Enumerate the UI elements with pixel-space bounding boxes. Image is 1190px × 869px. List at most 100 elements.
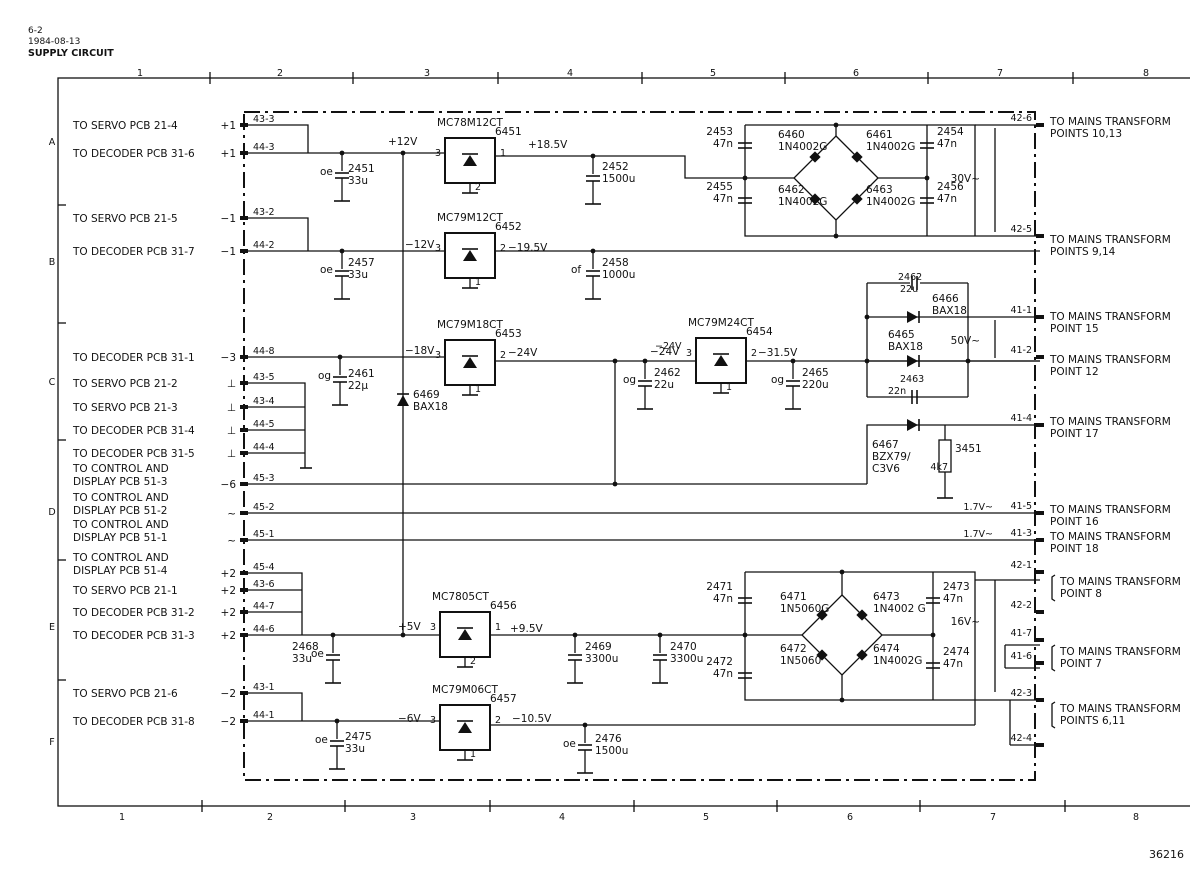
capacitor-ref: 2470: [670, 641, 697, 653]
left-label-line1: TO CONTROL AND: [72, 492, 169, 504]
voltage-label: −18V: [405, 345, 435, 357]
grid-row-label: B: [49, 257, 56, 268]
capacitor-ref: 2454: [937, 126, 964, 138]
junction-dot: [572, 632, 578, 638]
junction-dot: [339, 248, 345, 254]
diode-ref: 6466: [932, 293, 959, 305]
wire: [744, 572, 975, 701]
connector-label: 41-1: [1010, 305, 1032, 316]
diode-symbol: [907, 311, 918, 323]
wire: [744, 125, 975, 237]
grid-col-bottom: 5: [703, 812, 709, 823]
capacitor-value: 33u: [292, 653, 312, 665]
grid-row-label: A: [49, 137, 56, 148]
regulator-pin-out: 2: [500, 243, 506, 254]
junction-dot: [612, 358, 618, 364]
capacitor-mark: oe: [320, 264, 333, 276]
capacitor-ref: 2451: [348, 163, 375, 175]
junction-dot: [590, 153, 596, 159]
regulator-type: MC79M24CT: [688, 317, 755, 329]
regulator-pin-in: 3: [435, 350, 441, 361]
left-label: TO DECODER PCB 31-5: [72, 448, 195, 460]
diode-type: 1N4002G: [866, 141, 915, 153]
left-label-line2: DISPLAY PCB 51-3: [73, 476, 167, 488]
diode-type: 1N4002G: [778, 196, 827, 208]
capacitor-value: 47n: [937, 138, 957, 150]
junction-dot: [930, 632, 936, 638]
connector-label: 44-5: [253, 419, 275, 430]
capacitor-ref: 2453: [706, 126, 733, 138]
diode-ref: 6462: [778, 184, 805, 196]
diode-ref: 6469: [413, 389, 440, 401]
capacitor-ref: 2469: [585, 641, 612, 653]
pin-marker: [1036, 743, 1044, 747]
regulator-pin-in: 3: [430, 715, 436, 726]
document-number: 36216: [1149, 848, 1184, 861]
diode-ref: 6460: [778, 129, 805, 141]
left-label: TO DECODER PCB 31-2: [72, 607, 195, 619]
right-label-line1: TO MAINS TRANSFORM: [1049, 311, 1171, 323]
right-label-line2: POINTS 9,14: [1050, 246, 1116, 258]
grid-row-label: C: [49, 377, 56, 388]
regulator-pin-gnd: 1: [470, 749, 476, 760]
connector-label: 45-2: [253, 502, 275, 513]
grid-col-bottom: 4: [559, 812, 565, 823]
capacitor-value: 47n: [713, 668, 733, 680]
diode-type: BAX18: [413, 401, 448, 413]
right-label-line2: POINTS 6,11: [1060, 715, 1125, 727]
junction-dot: [924, 175, 930, 181]
left-label-line1: TO CONTROL AND: [72, 552, 169, 564]
diode-symbol: [816, 649, 828, 661]
capacitor-value: 47n: [937, 193, 957, 205]
connector-label: 44-2: [253, 240, 275, 251]
connector-label: 43-5: [253, 372, 275, 383]
left-polarity: −1: [221, 246, 236, 258]
regulator-pin-gnd: 1: [726, 382, 732, 393]
capacitor-ref: 2462: [898, 272, 922, 283]
junction-dot: [742, 175, 748, 181]
left-polarity: ⊥: [227, 425, 236, 437]
junction-dot: [833, 233, 839, 239]
capacitor-value: 3300u: [670, 653, 703, 665]
left-polarity: −3: [221, 352, 236, 364]
left-polarity: ⊥: [227, 402, 236, 414]
left-polarity: −2: [221, 688, 236, 700]
left-label: TO DECODER PCB 31-8: [72, 716, 195, 728]
wire: [248, 382, 306, 468]
diode-symbol: [816, 609, 828, 621]
pin-marker: [1036, 511, 1044, 515]
voltage-label: −24V: [508, 347, 538, 359]
regulator-pin-gnd: 2: [470, 656, 476, 667]
wire: [248, 124, 309, 153]
left-label-line1: TO CONTROL AND: [72, 463, 169, 475]
wire: [248, 217, 309, 251]
junction-dot: [582, 722, 588, 728]
connector-label: 42-6: [1010, 113, 1032, 124]
diode-symbol: [809, 151, 821, 163]
capacitor-mark: of: [571, 264, 581, 276]
diode-ref: 6467: [872, 439, 899, 451]
regulator-triangle: [714, 355, 728, 366]
pin-marker: [1036, 423, 1044, 427]
diode-ref: 6465: [888, 329, 915, 341]
left-label: TO SERVO PCB 21-3: [72, 402, 178, 414]
voltage-label: −19.5V: [508, 242, 548, 254]
pin-marker: [1036, 315, 1044, 319]
regulator-pin-out: 1: [495, 622, 501, 633]
pin-marker: [1036, 661, 1044, 665]
grid-col-bottom: 8: [1133, 812, 1139, 823]
left-polarity: +2: [221, 568, 236, 580]
connector-label: 42-2: [1010, 600, 1032, 611]
regulator-pin-out: 2: [495, 715, 501, 726]
wire: [866, 424, 1040, 484]
grid-col-bottom: 6: [847, 812, 853, 823]
capacitor-value: 3300u: [585, 653, 618, 665]
grid-col-bottom: 1: [119, 812, 125, 823]
voltage-label: −31.5V: [758, 347, 798, 359]
junction-dot: [400, 632, 406, 638]
right-label-line1: TO MAINS TRANSFORM: [1049, 504, 1171, 516]
pin-marker: [240, 633, 248, 637]
regulator-pin-gnd: 1: [475, 384, 481, 395]
pin-marker: [240, 610, 248, 614]
pin-marker: [240, 355, 248, 359]
